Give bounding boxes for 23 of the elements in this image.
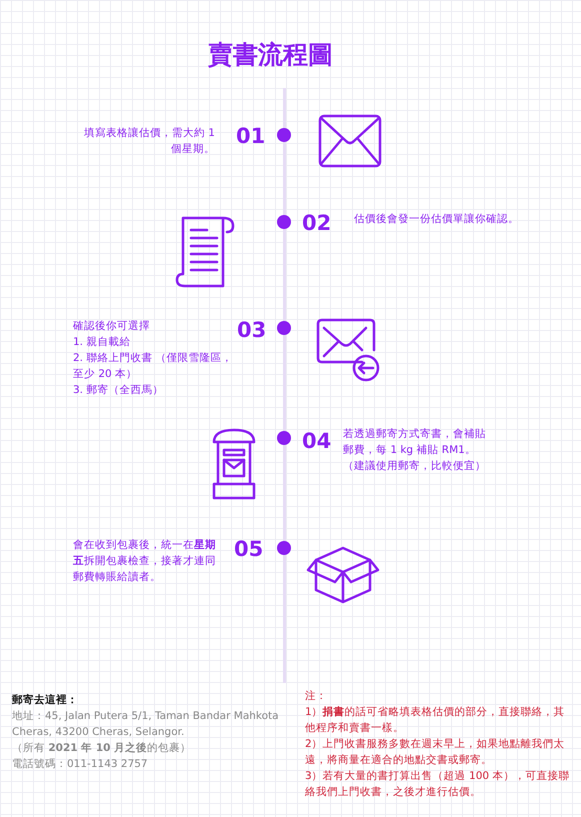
step-description: 2. 聯絡上門收書 （僅限雪隆區，至少 20 本） [73,351,233,382]
phone-text: 電話號碼：011-1143 2757 [12,757,149,772]
step-description: 3. 郵寄（全西馬） [73,383,164,398]
address-text: 地址：45, Jalan Putera 5/1, Taman Bandar Mahkota Cheras, 43200 Cheras, Selangor. [12,709,280,740]
step-description: 1. 親自載給 [73,335,132,350]
step-number: 05 [234,537,264,561]
title: 賣書流程圖 [208,39,333,71]
note-text: （所有 2021 年 10 月之後的包裹） [12,741,192,756]
step-description: 填寫表格讓估價，需大約 1 個星期。 [82,126,215,157]
step-description: 確認後你可選擇 [73,319,151,334]
note-text: 2）上門收書服務多數在週末早上，如果地點離我們太遠，將商量在適合的地點交書或郵寄。 [305,737,566,768]
step-description: 若透過郵寄方式寄書，會補貼郵費，每 1 kg 補貼 RM1。 [343,427,487,458]
step-number: 04 [302,429,332,453]
heading: 郵寄去這裡： [12,692,79,708]
step-description: （建議使用郵寄，比較便宜） [343,459,487,474]
step-number: 03 [237,318,266,342]
step-description: 會在收到包裹後，統一在星期五拆開包裹檢查，接著才連同郵費轉賬給讀者。 [73,538,217,585]
note-text: 1）捐書的話可省略填表格估價的部分，直接聯絡，其他程序和賣書一樣。 [305,705,566,736]
heading: 注： [305,689,328,704]
step-number: 02 [302,211,332,235]
step-description: 估價後會發一份估價單讓你確認。 [354,212,520,227]
note-text: 3）若有大量的書打算出售（超過 100 本），可直接聯絡我們上門收書，之後才進行估價。 [305,769,570,800]
step-number: 01 [236,124,266,148]
